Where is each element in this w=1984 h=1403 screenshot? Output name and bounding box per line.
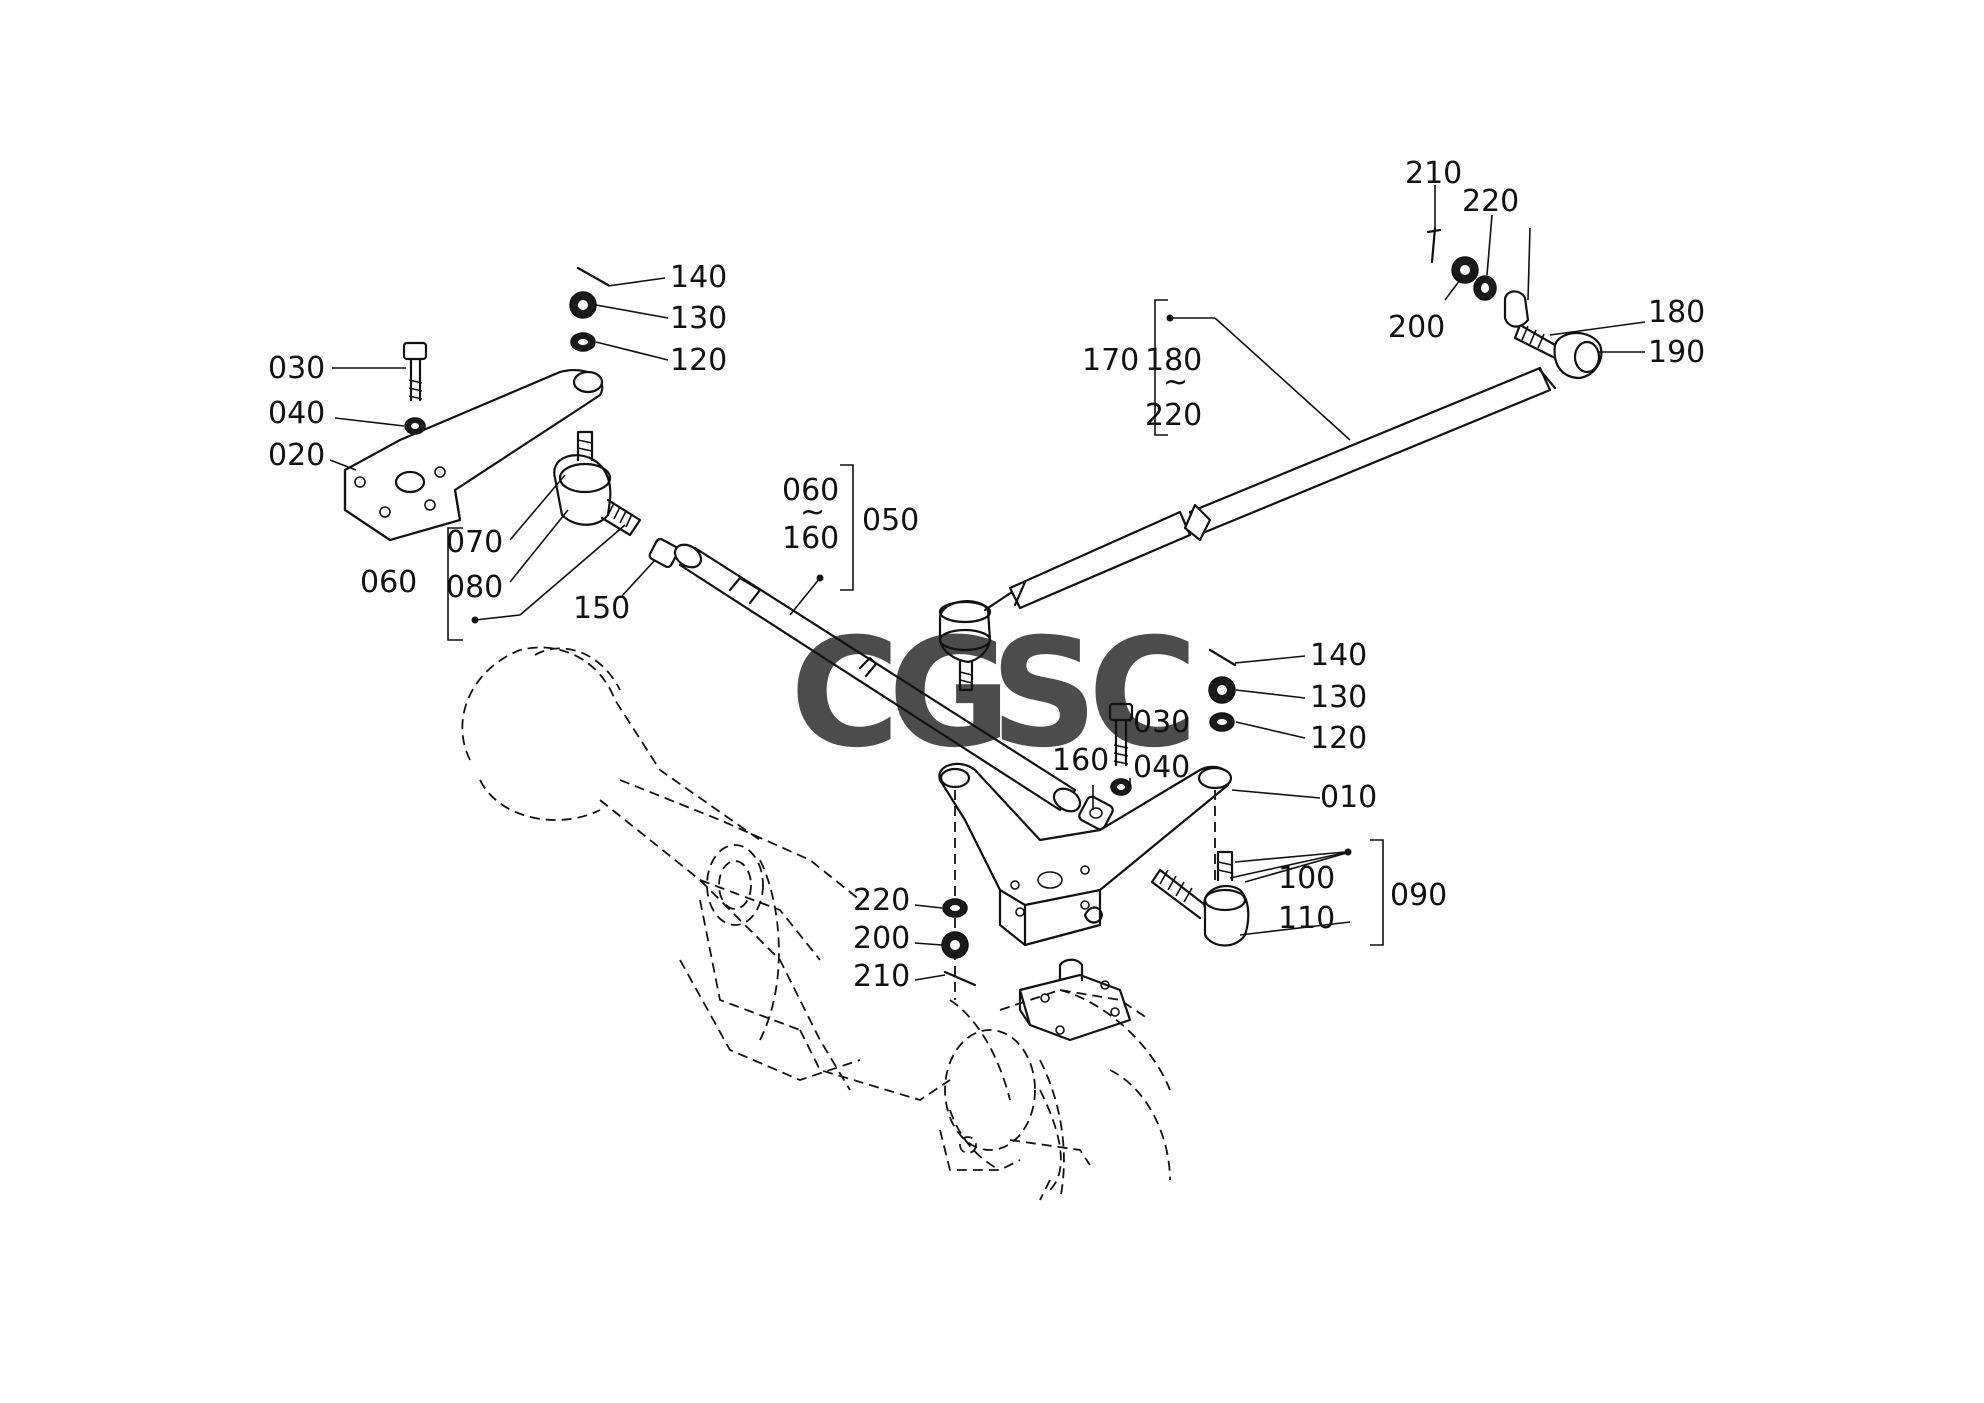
watermark-letter-c2: C [1088, 607, 1198, 781]
watermark-letter-s: S [990, 607, 1098, 781]
tie-rod-end-090 [1150, 850, 1250, 947]
label-220-top: 220 [1462, 184, 1519, 219]
label-140-right: 140 [1310, 638, 1367, 673]
lock-nut-160 [1078, 795, 1114, 831]
label-090: 090 [1390, 878, 1447, 913]
lock-nut-150 [648, 537, 680, 569]
label-130-left: 130 [670, 301, 727, 336]
label-050: 050 [862, 503, 919, 538]
label-150: 150 [573, 591, 630, 626]
tie-rod-end-left [553, 430, 642, 537]
label-200-bottom: 200 [853, 921, 910, 956]
label-tilde-050: ~ [800, 495, 825, 530]
label-060-mid: 060 [782, 473, 839, 508]
label-040-left: 040 [268, 396, 325, 431]
label-160-right: 160 [1052, 743, 1109, 778]
steering-knuckle-top [1018, 958, 1132, 1042]
label-140-left: 140 [670, 260, 727, 295]
nut-stack-bottom [941, 898, 977, 987]
label-070: 070 [446, 525, 503, 560]
steering-arm-left [343, 369, 604, 542]
front-axle-housing [461, 646, 1171, 1201]
label-210-top: 210 [1405, 156, 1462, 191]
label-tilde-170: ~ [1163, 365, 1188, 400]
label-210-bottom: 210 [853, 959, 910, 994]
watermark-letter-c1: C [790, 607, 900, 781]
label-190: 190 [1648, 335, 1705, 370]
label-130-right: 130 [1310, 680, 1367, 715]
nut-stack-top-right [1426, 226, 1531, 328]
tie-rod-end-right [1513, 323, 1603, 380]
label-020: 020 [268, 438, 325, 473]
tie-rod-end-center [938, 590, 1014, 692]
label-100: 100 [1278, 861, 1335, 896]
drag-link-170 [1008, 366, 1557, 610]
label-180-right: 180 [1648, 295, 1705, 330]
label-040-right: 040 [1133, 750, 1190, 785]
group-brackets [447, 299, 1384, 946]
label-110: 110 [1278, 901, 1335, 936]
watermark-letter-g: G [888, 607, 1011, 781]
tie-rod-050 [673, 543, 1082, 813]
label-080: 080 [446, 570, 503, 605]
leader-lines [329, 185, 1646, 981]
label-120-left: 120 [670, 343, 727, 378]
bolt-030-left [402, 341, 428, 435]
label-160-mid: 160 [782, 521, 839, 556]
watermark-logo: C G S C [790, 607, 1198, 781]
nut-stack-right [1208, 648, 1237, 732]
steering-arm-right [938, 762, 1233, 1000]
label-030-left: 030 [268, 351, 325, 386]
label-010: 010 [1320, 780, 1377, 815]
label-220-bottom: 220 [853, 883, 910, 918]
label-180-mid: 180 [1145, 343, 1202, 378]
bolt-030-right [1108, 702, 1134, 796]
label-060-left: 060 [360, 565, 417, 600]
label-200-top: 200 [1388, 310, 1445, 345]
label-170: 170 [1082, 343, 1139, 378]
nut-stack-left [569, 266, 610, 352]
label-030-right: 030 [1133, 705, 1190, 740]
part-labels: 210 220 200 180 190 170 180 ~ 220 140 13… [268, 156, 1705, 994]
label-120-right: 120 [1310, 721, 1367, 756]
label-220-mid: 220 [1145, 398, 1202, 433]
